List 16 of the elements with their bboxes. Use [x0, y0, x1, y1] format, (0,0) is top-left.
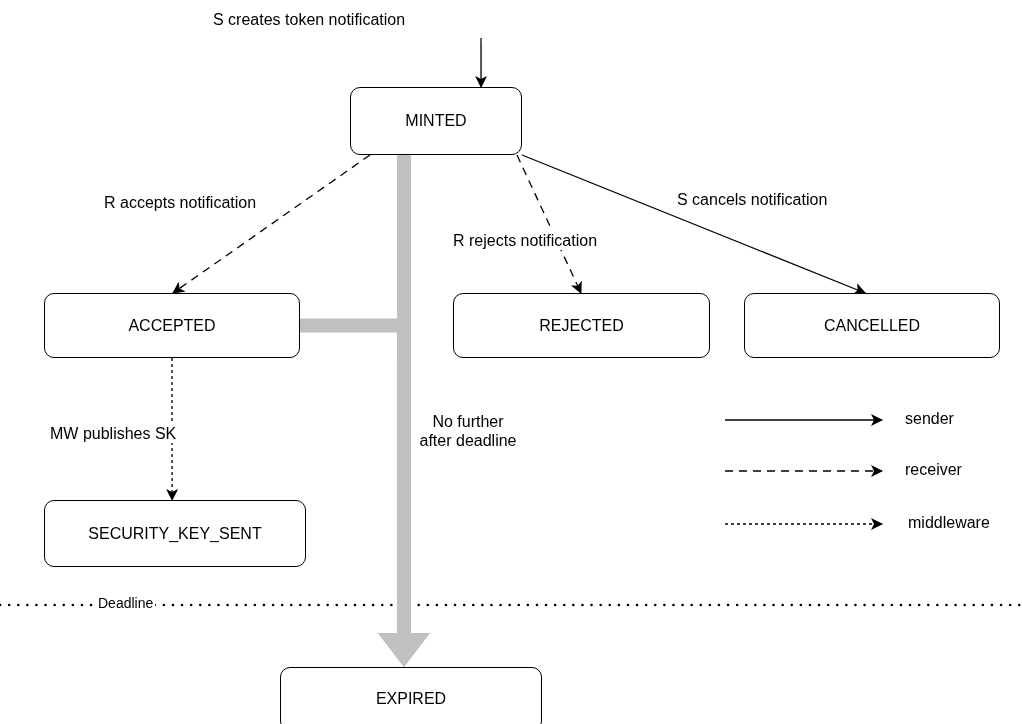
- state-box: SECURITY_KEY_SENT: [44, 500, 306, 567]
- arrow: [521, 154, 866, 295]
- edge-label: MW publishes SK: [50, 424, 177, 444]
- edge-label: R rejects notification: [453, 231, 598, 251]
- state-box: MINTED: [350, 87, 522, 155]
- arrow: [166, 357, 179, 501]
- state-box: REJECTED: [453, 293, 710, 358]
- state-box: EXPIRED: [280, 667, 542, 724]
- edge-label: R accepts notification: [104, 193, 257, 213]
- state-box: ACCEPTED: [44, 293, 300, 358]
- arrow: [475, 37, 488, 88]
- state-box: CANCELLED: [744, 293, 1000, 358]
- edge-label: No further after deadline: [418, 412, 518, 451]
- thick-arrow: [300, 318, 430, 667]
- arrow: [516, 154, 582, 294]
- arrow: [172, 154, 371, 294]
